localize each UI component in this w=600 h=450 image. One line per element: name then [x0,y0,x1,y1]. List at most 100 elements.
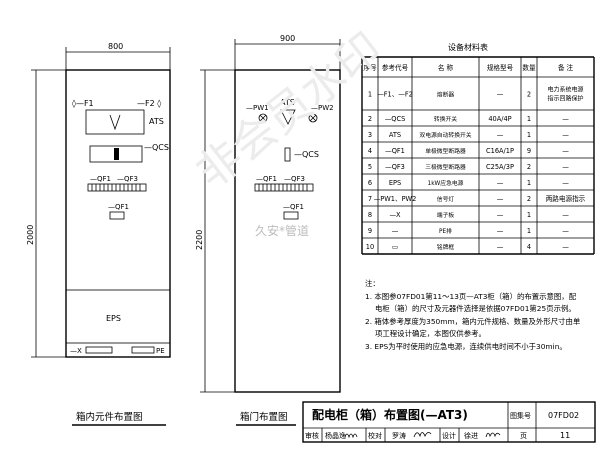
table-cell: —QF1 [385,147,405,155]
table-cell: — [497,243,504,251]
table-cell: 1kW应急电源 [428,179,464,187]
note-1b: 电柜（箱）的尺寸及元器件选择是依据07FD01第25页示例。 [375,304,576,314]
pw2-lamp-icon [308,113,318,123]
designer-name: 徐进 [464,431,478,440]
table-cell: 9 [368,227,372,235]
table-cell: 1 [527,115,531,123]
page-number: 11 [560,431,570,440]
f2-label: —F2 ◊ [137,99,161,108]
front-ats-symbol [109,114,121,131]
table-title: 设备材料表 [448,42,488,52]
table-cell: 4 [368,147,372,155]
eps-label: EPS [106,314,121,323]
table-cell: 熔断器 [437,91,455,99]
note-2a: 2. 箱体参考厚度为350mm，箱内元件规格、数量及外形尺寸由单 [365,316,581,326]
table-cell: —F1、—F2 [377,91,413,99]
table-cell: 2 [527,195,531,203]
designer-signature [485,432,501,438]
door-ats-window-icon [280,109,296,125]
front-layout: 800 2000 ◊—F1 —F2 ◊ ATS —QCS —QF1 —QF3 [26,42,171,426]
door-breaker-poles [258,184,308,191]
table-cell: —X [389,211,401,219]
table-cell: — [392,227,399,235]
table-header-cell: 备 注 [558,63,574,72]
front-ats-label: ATS [149,117,164,126]
door-width-label: 900 [280,34,295,43]
table-cell: 电力系统电源 [547,86,583,94]
table-cell: 2 [368,115,372,123]
table-cell: 1 [527,227,531,235]
table-cell: ▭ [392,243,398,251]
table-cell: 两路电源指示 [546,194,586,203]
atlas-number-label: 图集号 [510,411,531,420]
table-cell: — [562,131,569,139]
table-cell: 1 [527,211,531,219]
pw2-label: —PW2 [311,104,334,112]
table-cell: — [497,227,504,235]
check-label: 校对 [368,431,382,440]
table-cell: 2 [527,163,531,171]
table-header-cell: 参考代号 [382,63,409,72]
table-cell: 10 [366,243,374,251]
table-cell: EPS [389,179,401,187]
table-cell: 1 [368,91,372,99]
notes-section: 注： 1. 本图参07FD01第11～13页—AT3柜（箱）的布置示意图，配 电… [365,278,593,354]
title-block: 配电柜（箱）布置图(—AT3) 图集号 07FD02 审核 杨晶逸 校对 罗涛 … [302,401,596,443]
front-breaker-rail [87,183,147,192]
table-cell: 双电源自动转换开关 [419,131,471,139]
page-label: 页 [520,432,527,440]
door-qcs-label: —QCS [294,150,319,159]
table-cell: — [562,211,569,219]
front-cabinet-outline [65,69,171,358]
table-cell: 2 [527,91,531,99]
table-cell: 指示回路保护 [547,95,583,103]
f1-label: ◊—F1 [72,99,94,108]
front-height-label: 2000 [26,225,35,245]
table-cell: 1 [527,131,531,139]
title-block-frame [302,401,596,443]
table-header-cell: 数量 [522,63,536,72]
table-header-cell: 序号 [363,63,377,72]
table-cell: 7 [368,195,372,203]
table-cell: ATS [389,131,401,139]
table-cell: C25A/3P [486,163,514,171]
table-cell: 6 [368,179,372,187]
pe-label: PE [156,347,165,355]
table-cell: 8 [368,211,372,219]
table-cell: 3 [368,131,372,139]
watermark-text: 久安*管道 [255,224,310,238]
table-grid [361,56,595,255]
design-label: 设计 [442,431,456,440]
front-qcs-handle [114,148,119,160]
door-qcs-handle [284,147,291,162]
door-breaker-window [254,183,314,192]
table-cell: PE排 [439,227,452,235]
front-width-label: 800 [108,42,123,51]
front-ats-box [85,109,145,135]
review-label: 审核 [305,431,319,440]
door-qf1b-window [283,211,299,220]
front-qf1b-label: —QF1 [108,203,129,211]
table-cell: 1 [527,179,531,187]
front-qf1-label: —QF1 [90,175,111,183]
front-caption: 箱内元件布置图 [76,411,143,423]
note-1a: 1. 本图参07FD01第11～13页—AT3柜（箱）的布置示意图，配 [365,291,577,301]
door-outline [234,69,341,393]
door-ats-label: ATS [280,98,295,107]
front-qcs-label: —QCS [144,143,169,152]
table-cell: —QCS [385,115,406,123]
table-cell: — [562,227,569,235]
table-cell: 三极微型断路器 [425,163,466,171]
pw1-label: —PW1 [246,104,269,112]
notes-heading: 注： [365,279,380,288]
front-qf1b-breaker [109,211,125,220]
reviewer-signature [344,433,358,439]
door-qf1-label: —QF1 [256,175,277,183]
table-cell: — [562,163,569,171]
table-cell: 40A/4P [488,115,511,123]
table-cell: 4 [527,243,531,251]
table-cell: 9 [527,147,531,155]
table-cell: 信号灯 [437,195,455,203]
table-cell: — [497,131,504,139]
eps-box [65,289,171,344]
